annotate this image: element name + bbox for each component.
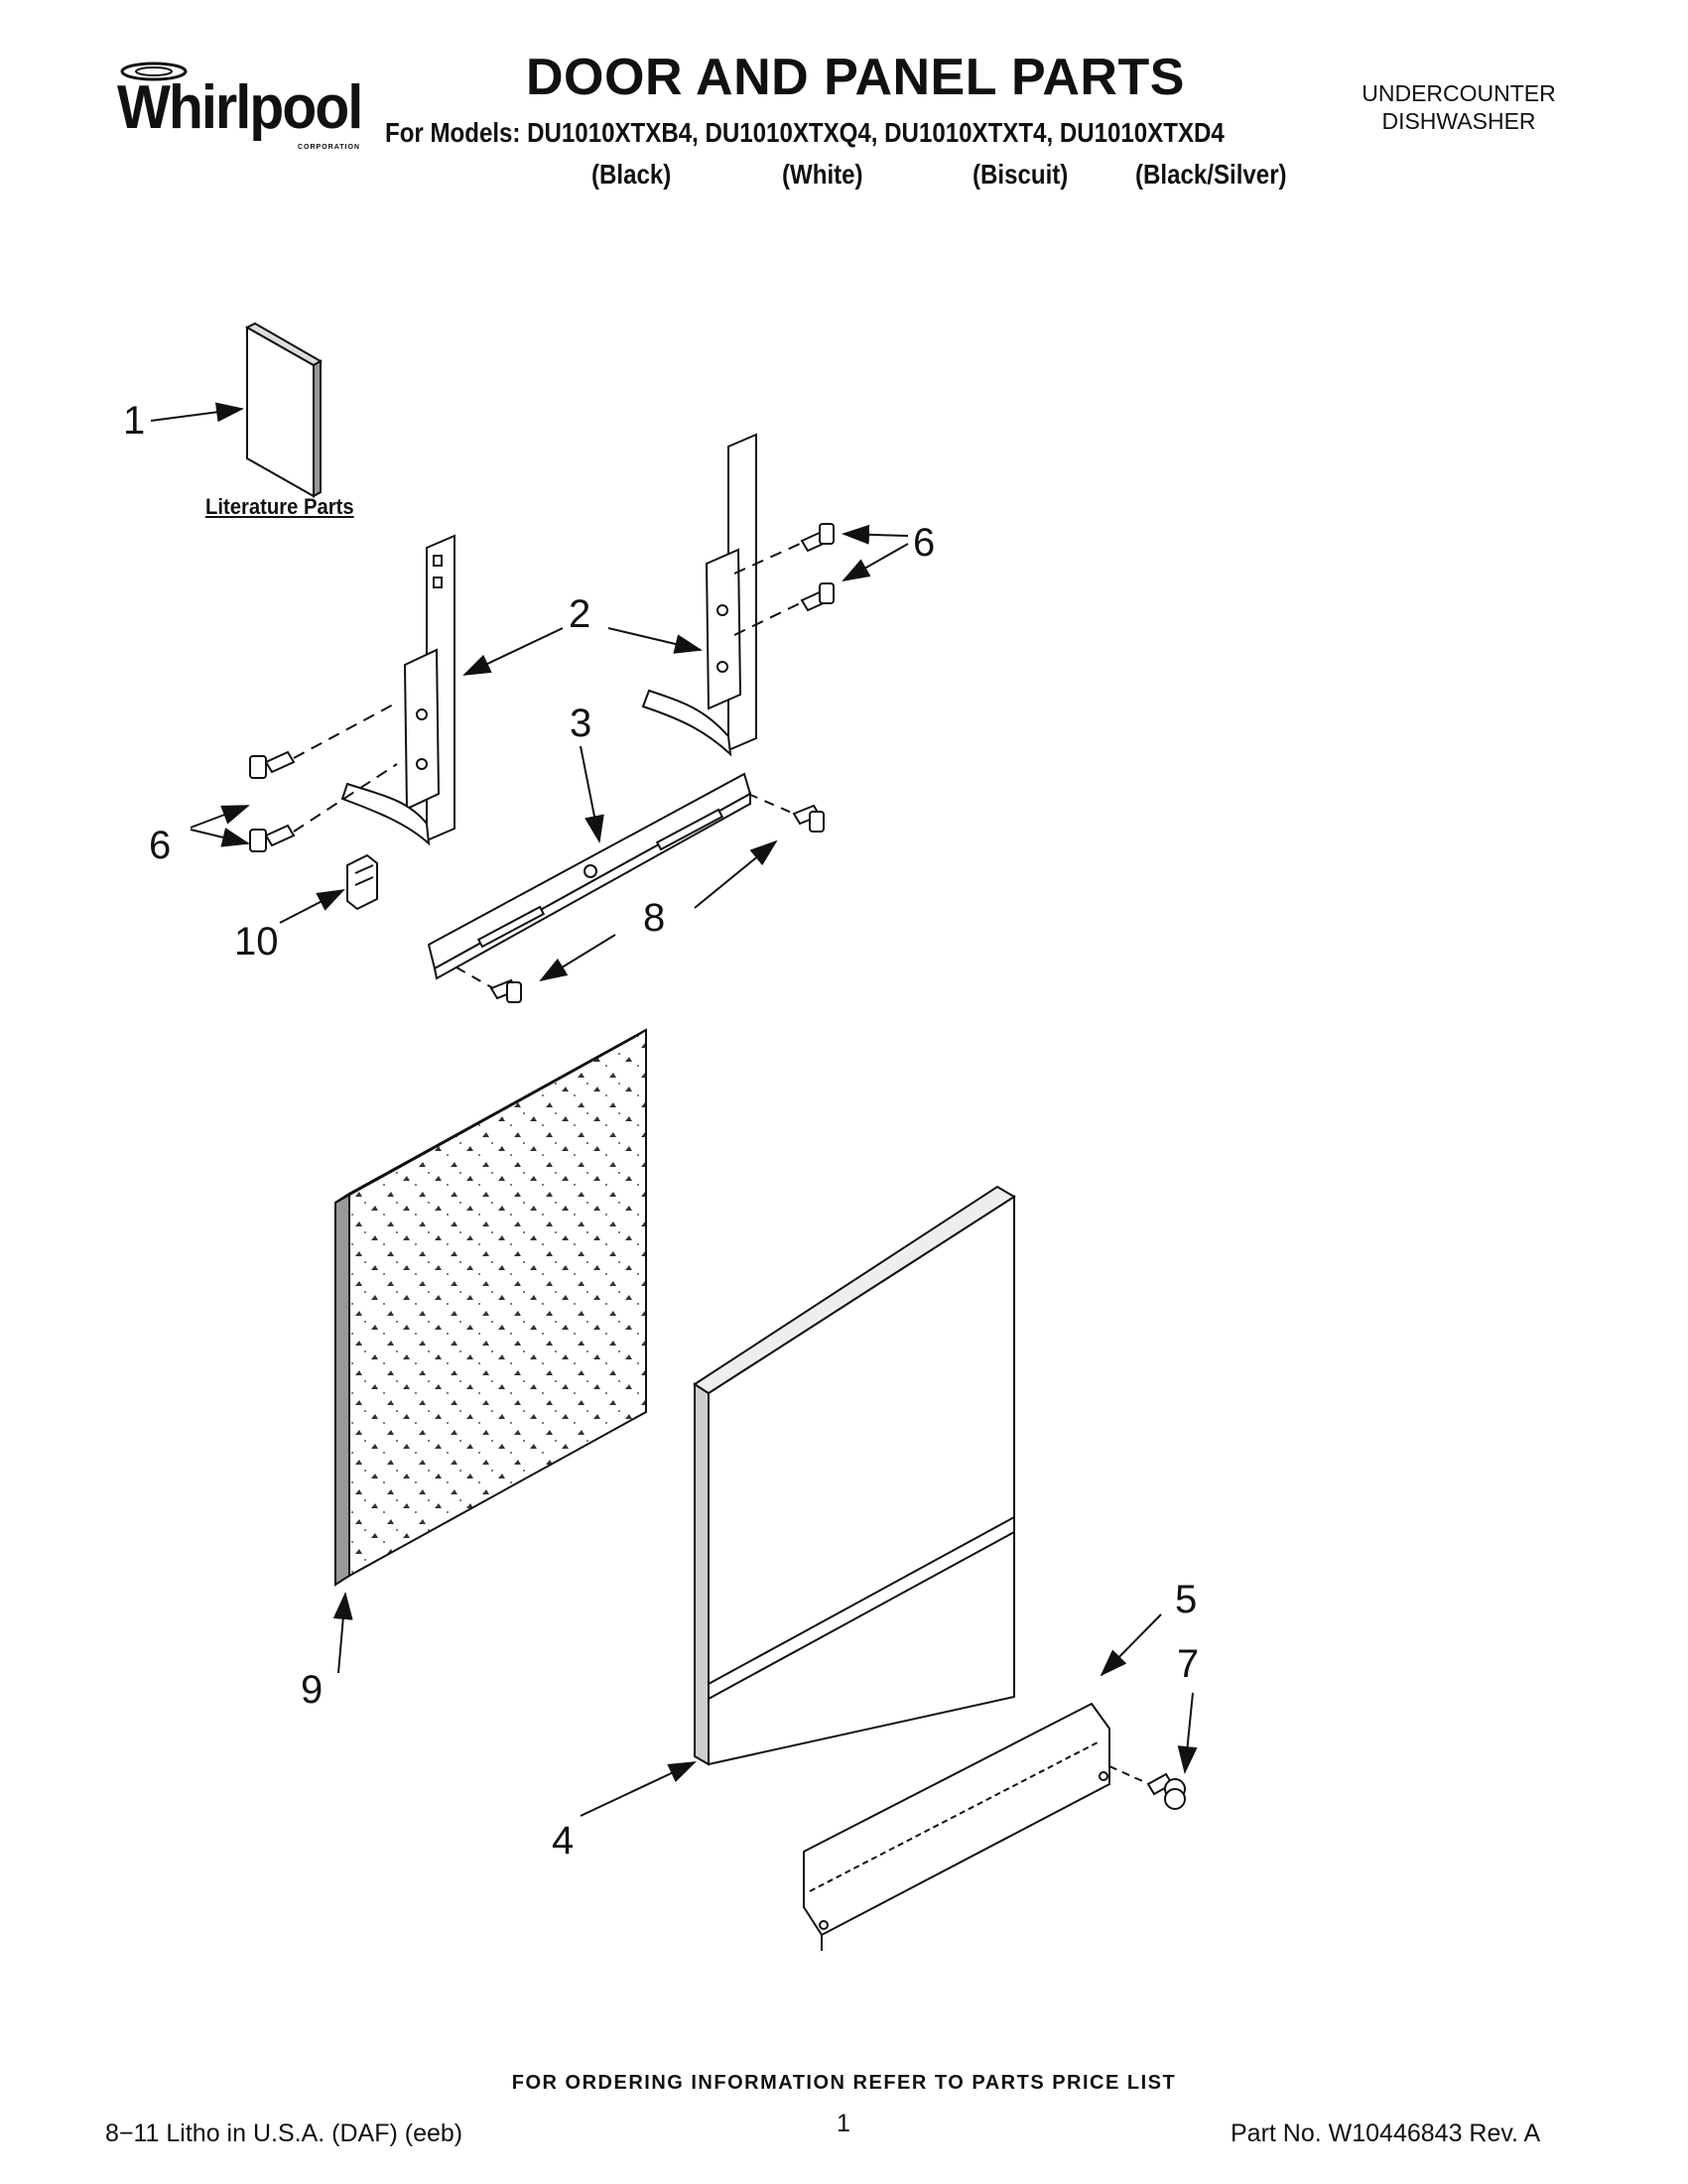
whirlpool-logo — [109, 60, 377, 169]
left-hinge-bracket — [340, 534, 455, 846]
models-line: For Models: DU1010XTXB4, DU1010XTXQ4, DU… — [385, 117, 1225, 148]
literature-booklet — [244, 321, 324, 498]
logo-swirl-icon — [120, 62, 188, 81]
ordering-note: FOR ORDERING INFORMATION REFER TO PARTS … — [511, 2072, 1177, 2094]
callout-2: 2 — [569, 592, 590, 636]
product-type: UNDERCOUNTER DISHWASHER — [1360, 79, 1558, 135]
right-hinge-bracket — [641, 433, 757, 757]
hinge-screw-left-2 — [249, 824, 296, 852]
toe-panel — [803, 1702, 1110, 1951]
outer-door-panel — [693, 1185, 1016, 1766]
toe-panel-screw — [1146, 1772, 1186, 1810]
product-type-line1: UNDERCOUNTER — [1362, 80, 1556, 106]
part-number: Part No. W10446843 Rev. A — [1231, 2120, 1541, 2147]
page-number: 1 — [837, 2110, 850, 2137]
color-white: (White) — [782, 159, 863, 190]
page-title: DOOR AND PANEL PARTS — [526, 49, 1185, 106]
callout-6a: 6 — [913, 521, 935, 565]
brand-subtitle: CORPORATION — [298, 144, 360, 151]
color-black: (Black) — [591, 159, 672, 190]
color-biscuit: (Biscuit) — [973, 159, 1069, 190]
support-bracket — [427, 772, 752, 980]
product-type-line2: DISHWASHER — [1381, 108, 1536, 134]
litho-info: 8−11 Litho in U.S.A. (DAF) (eeb) — [105, 2120, 463, 2147]
callout-6b: 6 — [149, 824, 171, 867]
hinge-screw-left-1 — [249, 750, 296, 779]
callout-3: 3 — [570, 702, 591, 745]
callout-7: 7 — [1177, 1642, 1199, 1686]
hinge-screw-upper-2 — [800, 582, 835, 612]
literature-parts-label: Literature Parts — [205, 494, 354, 519]
hinge-screw-upper-1 — [800, 523, 835, 553]
door-clip — [346, 853, 378, 911]
bracket-screw-left — [489, 978, 522, 1003]
callout-8: 8 — [643, 896, 665, 940]
color-black-silver: (Black/Silver) — [1135, 159, 1287, 190]
brand-name: Whirlpool — [117, 73, 363, 142]
insulation-panel — [334, 1028, 647, 1587]
callout-5: 5 — [1175, 1578, 1197, 1621]
callout-1: 1 — [123, 399, 145, 443]
bracket-screw-right — [792, 804, 825, 833]
callout-9: 9 — [301, 1668, 323, 1712]
callout-10: 10 — [234, 920, 279, 964]
callout-4: 4 — [552, 1819, 574, 1863]
